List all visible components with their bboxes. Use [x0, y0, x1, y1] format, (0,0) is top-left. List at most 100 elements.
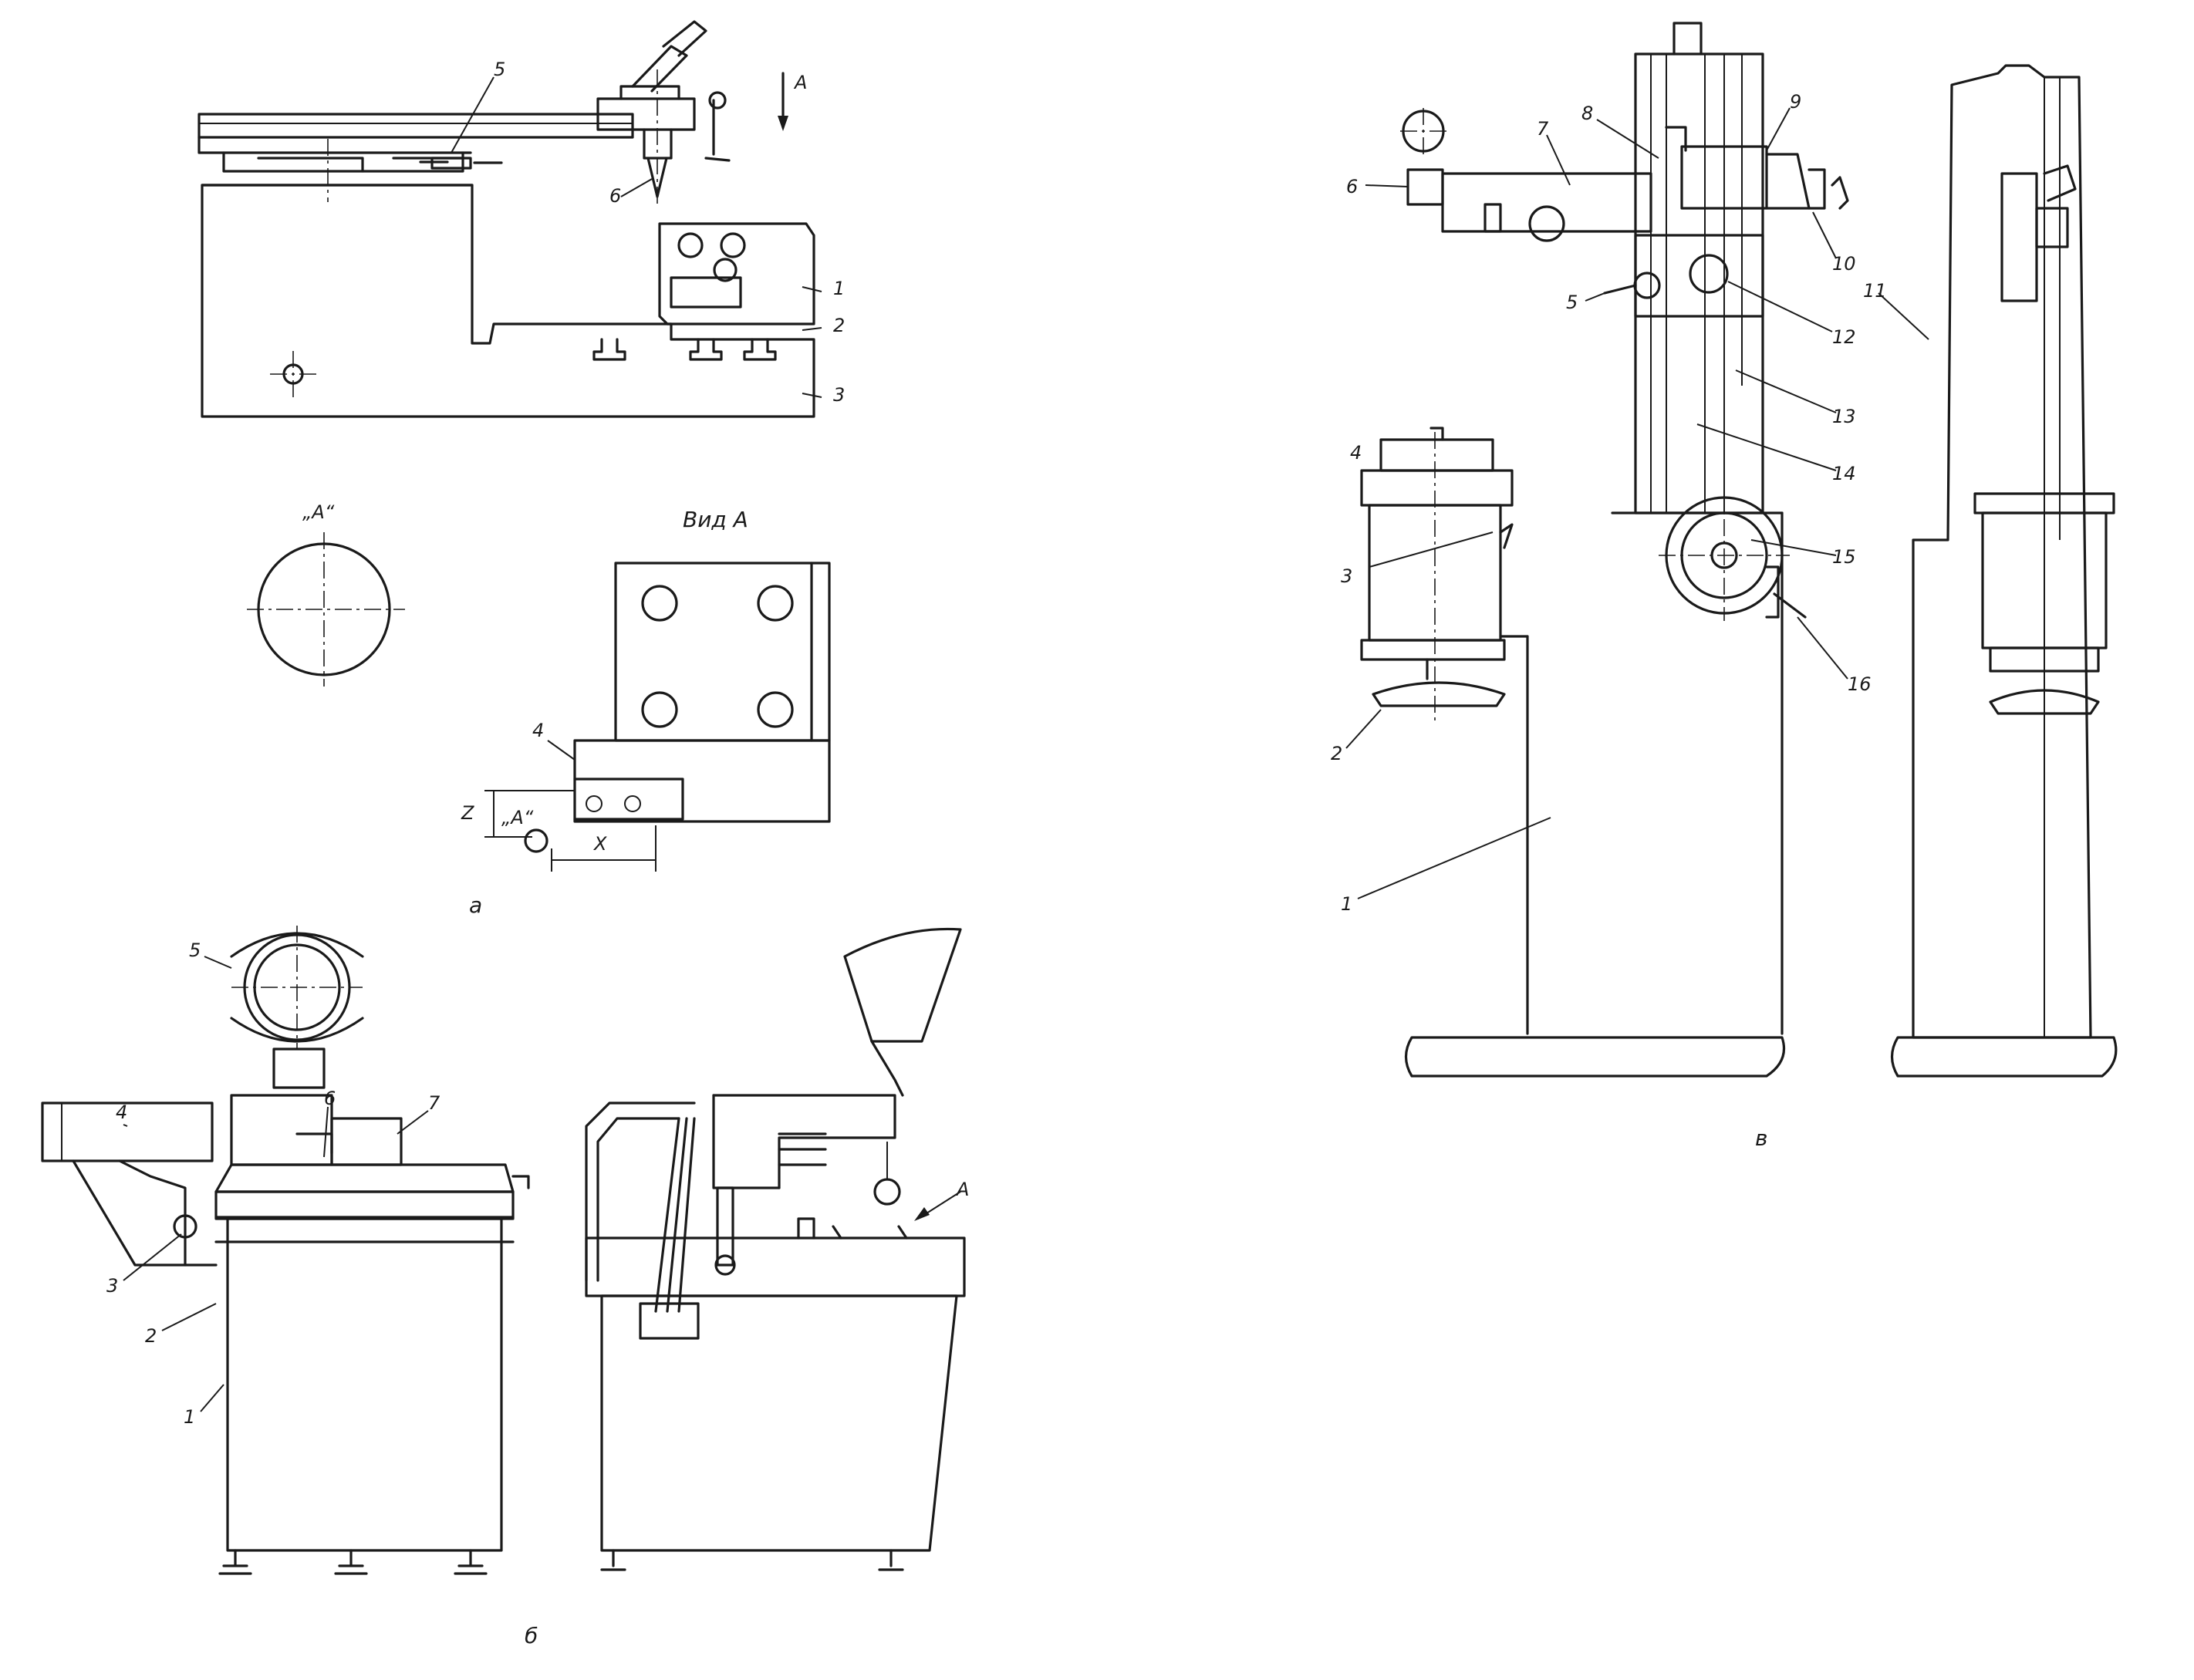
side-stand-base: [1890, 1036, 2118, 1078]
head-top: [619, 85, 680, 100]
side-view-block: [2000, 172, 2038, 302]
side-arm: [712, 1094, 896, 1189]
fixture-block: [658, 222, 815, 326]
t-slot-3: [743, 338, 777, 361]
side-lamp-cap: [1973, 492, 2115, 514]
callout-v-9: 9: [1790, 91, 1801, 113]
carriage-knob: [1689, 254, 1729, 294]
figure-a-machine: A 5 6 1 2 3: [197, 20, 845, 418]
arm-end-6: [1406, 168, 1444, 206]
leader-4: [547, 740, 576, 761]
callout-v-6: 6: [1346, 176, 1358, 197]
callout-v-7: 7: [1537, 118, 1549, 140]
base-body: [201, 184, 815, 418]
callout-v-5: 5: [1566, 292, 1578, 313]
leader-v-16: [1797, 616, 1848, 680]
figure-a-detail: Вид А „А“ „А“ 4 Z X а: [247, 501, 831, 918]
figure-b-machine-front: 5 4 6 7 3 2 1: [41, 926, 530, 1575]
leader-v-2: [1345, 709, 1382, 749]
direction-arrow-label: A: [793, 72, 807, 93]
leader-v-3: [1369, 531, 1494, 568]
leader-5: [451, 76, 494, 153]
holder-4: [573, 778, 684, 821]
cable-2: [596, 1117, 680, 1282]
projector-5-cross: [231, 926, 363, 1049]
foot-1: [218, 1549, 252, 1575]
callout-v-3: 3: [1341, 565, 1352, 587]
head-eyepiece: [631, 45, 688, 93]
callout-v-1: 1: [1341, 893, 1352, 915]
leader-b-3: [123, 1233, 182, 1281]
callout-a-6: 6: [609, 185, 621, 207]
stage-body: [230, 1094, 333, 1166]
dim-z-label: Z: [461, 802, 474, 824]
callout-b-3: 3: [106, 1275, 118, 1297]
leader-v-15: [1750, 539, 1837, 556]
column-upright: [1634, 52, 1764, 514]
callout-b-5: 5: [189, 940, 201, 961]
plate-hole-4: [757, 691, 794, 728]
fixture-clamp-3: [713, 258, 738, 282]
leader-b-4: [123, 1124, 128, 1127]
leader-v-8: [1596, 119, 1659, 159]
dim-x-label: X: [592, 833, 607, 855]
foot-3: [454, 1549, 488, 1575]
callout-b-2: 2: [145, 1325, 157, 1347]
arm-roller: [1528, 205, 1565, 242]
head-10: [1808, 168, 1826, 210]
head-handle: [704, 99, 731, 162]
lever-5: [1603, 284, 1637, 295]
bed-2: [214, 1190, 515, 1220]
side-screen-hood: [843, 927, 962, 1043]
point-a-cross: [247, 532, 405, 687]
callout-v-4: 4: [1350, 442, 1362, 464]
lamp-base-2: [1372, 658, 1506, 707]
column-ribs: [1650, 54, 1743, 513]
stage-7: [330, 1117, 403, 1166]
leader-v-10: [1812, 211, 1837, 259]
plate-hole-1: [641, 585, 678, 622]
leader-b-2: [161, 1303, 217, 1331]
handwheel-cross: [1659, 490, 1790, 621]
bed-lines: [214, 1216, 515, 1243]
sight-cross: [270, 351, 316, 397]
section-title: Вид А: [683, 507, 748, 532]
figure-b-machine-side: А б: [525, 927, 969, 1648]
hose-fitting: [173, 1214, 197, 1239]
side-foot-2: [878, 1549, 904, 1571]
callout-v-2: 2: [1331, 743, 1342, 764]
side-arrow-a-label: А: [955, 1179, 969, 1200]
small-gauge-5: [419, 157, 503, 170]
side-cabinet: [600, 1294, 958, 1552]
fixture-clamp-2: [720, 232, 746, 258]
side-lamp-base: [1989, 689, 2100, 715]
leader-v-7: [1546, 134, 1571, 186]
side-foot-1: [600, 1549, 626, 1571]
side-bed: [585, 1236, 966, 1297]
side-screen-mount: [870, 1040, 904, 1097]
bed-top: [214, 1163, 515, 1193]
projector-neck: [272, 1047, 326, 1089]
callout-a-detail-4: 4: [532, 720, 544, 741]
cabinet-1: [226, 1217, 503, 1552]
side-view-ribs: [2044, 77, 2061, 1037]
callout-a-3: 3: [833, 384, 845, 406]
caption-v: в: [1755, 1125, 1768, 1151]
t-slot-2: [689, 338, 723, 361]
leader-3: [802, 393, 822, 398]
carriage-lever-5: [1633, 272, 1661, 299]
side-column: [716, 1186, 734, 1267]
arm-indicator-cross: [1400, 108, 1446, 158]
lamp-4-knob: [1429, 427, 1444, 441]
point-a-small-label: „А“: [501, 807, 534, 828]
callout-b-6: 6: [324, 1088, 336, 1109]
callout-a-1: 1: [833, 278, 845, 299]
holder-hole-1: [586, 795, 603, 812]
dim-z-lines: [484, 790, 575, 838]
figure-v-machine: 6 7 8 9 10 5 12 11 13 14 4 3 15 16 2 1 в: [1331, 22, 2118, 1151]
leader-v-5: [1585, 292, 1605, 302]
caption-b: б: [525, 1623, 538, 1648]
crank-16: [1765, 565, 1807, 619]
fixture-clamp-1: [677, 232, 704, 258]
